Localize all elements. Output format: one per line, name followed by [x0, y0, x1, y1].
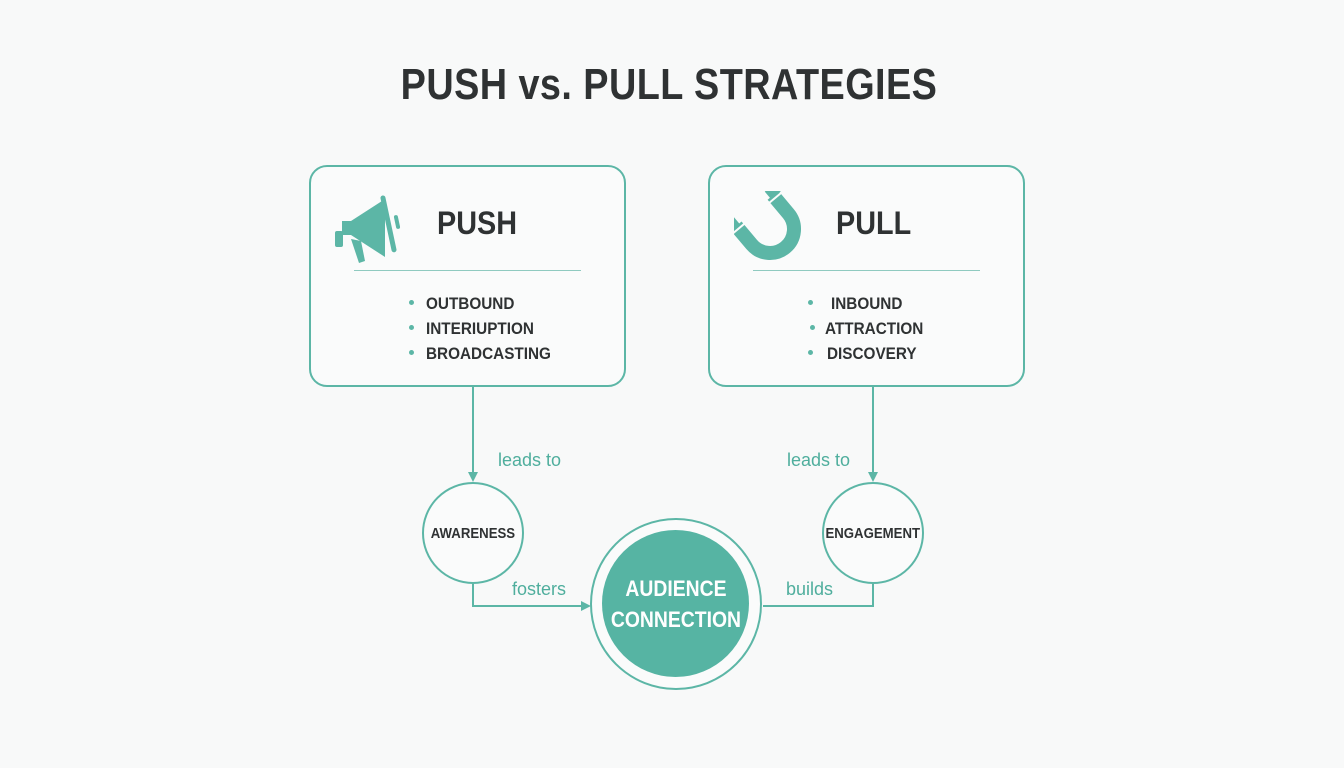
node-audience-connection-fill: AUDIENCE CONNECTION [602, 530, 749, 677]
bullet-dot [808, 350, 813, 356]
edge-label-builds: builds [786, 579, 834, 599]
line-engagement-to-center [763, 584, 874, 607]
edge-label-fosters: fosters [512, 579, 567, 599]
magnet-icon [720, 180, 810, 266]
bullet-dot [808, 300, 813, 306]
node-audience-connection: AUDIENCE CONNECTION [590, 518, 762, 690]
arrow-awareness-to-center [472, 584, 591, 611]
list-item: BROADCASTING [311, 341, 624, 366]
push-list: OUTBOUND INTERIUPTION BROADCASTING [311, 291, 624, 366]
bullet-dot [409, 350, 414, 356]
edge-label-pull-leads-to: leads to [787, 450, 851, 470]
push-divider [354, 270, 581, 271]
pull-card: PULL INBOUND ATTRACTION DISCOVERY [708, 165, 1025, 387]
node-audience-connection-label: AUDIENCE CONNECTION [610, 575, 741, 632]
node-awareness: AWARENESS [422, 482, 524, 584]
list-item: INBOUND [710, 291, 1023, 316]
list-item: OUTBOUND [311, 291, 624, 316]
node-engagement-label: ENGAGEMENT [825, 524, 921, 542]
bullet-dot [810, 325, 815, 331]
push-title: PUSH [437, 205, 518, 241]
bullet-dot [409, 325, 414, 331]
node-engagement: ENGAGEMENT [822, 482, 924, 584]
list-item: INTERIUPTION [311, 316, 624, 341]
push-card: PUSH OUTBOUND INTERIUPTION BROADCASTING [309, 165, 626, 387]
pull-list: INBOUND ATTRACTION DISCOVERY [710, 291, 1023, 366]
pull-title: PULL [836, 205, 912, 241]
bullet-dot [409, 300, 414, 306]
list-item: ATTRACTION [710, 316, 1023, 341]
node-awareness-label: AWARENESS [430, 524, 516, 542]
pull-divider [753, 270, 980, 271]
megaphone-icon [331, 191, 411, 272]
edge-label-push-leads-to: leads to [498, 450, 562, 470]
diagram-title: PUSH vs. PULL STRATEGIES [400, 60, 938, 109]
list-item: DISCOVERY [710, 341, 1023, 366]
